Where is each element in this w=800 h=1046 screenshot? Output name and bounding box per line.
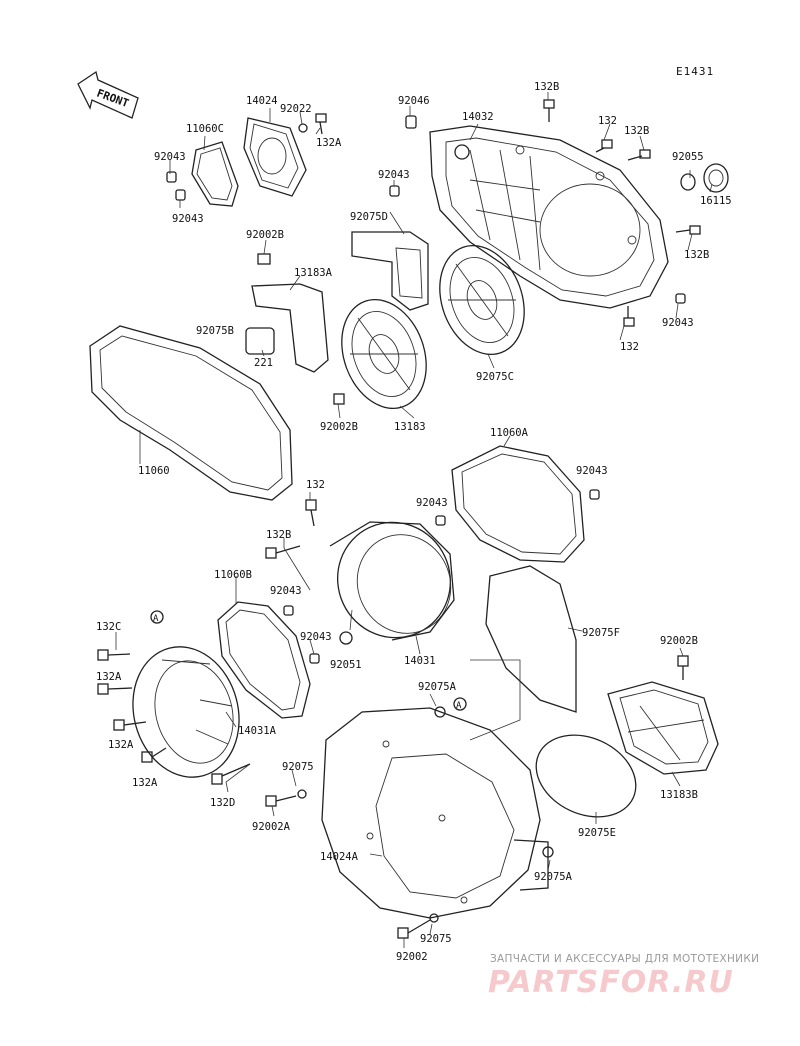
callout: 11060A xyxy=(490,427,529,439)
part-11060A-gasket xyxy=(451,445,585,563)
callout: 13183 xyxy=(394,421,426,433)
callout: 13183A xyxy=(294,267,333,279)
callout: 92075C xyxy=(476,371,514,383)
callout: 92002B xyxy=(246,229,284,241)
callout: 221 xyxy=(254,357,273,369)
leader-lines xyxy=(115,92,713,948)
callout: 16115 xyxy=(700,195,732,207)
small-bolts-top-left xyxy=(166,113,327,201)
callout: 92002 xyxy=(396,951,428,963)
callout: 14024A xyxy=(320,851,359,863)
callout: 92075A xyxy=(418,681,457,693)
callout: 92043 xyxy=(416,497,448,509)
part-14032-inner-cover xyxy=(429,125,669,309)
callout: 92043 xyxy=(576,465,608,477)
callout: 92002B xyxy=(320,421,358,433)
part-92075E-seal xyxy=(535,734,637,818)
watermark: ЗАПЧАСТИ И АКСЕССУАРЫ ДЛЯ МОТОТЕХНИКИ PA… xyxy=(488,953,759,1000)
callout: 92043 xyxy=(172,213,204,225)
part-92075B-seal xyxy=(245,327,275,355)
callout: 11060 xyxy=(138,465,170,477)
callout: 92046 xyxy=(398,95,430,107)
callout: 132D xyxy=(210,797,235,809)
callout: 11060B xyxy=(214,569,252,581)
callout: 132B xyxy=(684,249,709,261)
callout: 92055 xyxy=(672,151,704,163)
ref-marker-a-left: A xyxy=(150,610,164,624)
callout: 92043 xyxy=(154,151,186,163)
callout: 14024 xyxy=(246,95,278,107)
callout: 132B xyxy=(534,81,559,93)
callout: 132A xyxy=(316,137,342,149)
watermark-logo: PARTSFOR.RU xyxy=(488,965,734,1000)
part-92075D-duct xyxy=(351,231,429,311)
part-14031A-cover xyxy=(132,646,240,778)
part-13183B-screen xyxy=(607,681,719,775)
bolts-left-cluster xyxy=(97,489,600,785)
callout: 132B xyxy=(266,529,291,541)
callout: 11060C xyxy=(186,123,224,135)
front-label: FRONT xyxy=(95,87,131,111)
bolts-top-right xyxy=(389,99,701,327)
callout: 92075E xyxy=(578,827,616,839)
ref-marker-a-right: A xyxy=(453,697,467,711)
callout: 92075 xyxy=(420,933,452,945)
part-11060B-gasket xyxy=(217,601,311,719)
callout: 92051 xyxy=(330,659,362,671)
part-13183-screen xyxy=(333,298,427,410)
callout: 92075F xyxy=(582,627,620,639)
part-14024A-outer-cover xyxy=(321,707,549,919)
callout: 92002B xyxy=(660,635,698,647)
diagram-code: E1431 xyxy=(676,65,714,78)
callout: 132C xyxy=(96,621,121,633)
callout: 14032 xyxy=(462,111,494,123)
callout: 92075B xyxy=(196,325,234,337)
callout: 132A xyxy=(108,739,134,751)
watermark-line1: ЗАПЧАСТИ И АКСЕССУАРЫ ДЛЯ МОТОТЕХНИКИ xyxy=(490,953,759,965)
callout: 132A xyxy=(96,671,122,683)
part-92055-16115-seal xyxy=(680,163,729,193)
callout: 92002A xyxy=(252,821,291,833)
part-11060C-gasket xyxy=(191,141,239,207)
callout: 92043 xyxy=(270,585,302,597)
part-92075F-seal xyxy=(485,565,577,713)
callout: 92043 xyxy=(300,631,332,643)
callout: 14031A xyxy=(238,725,277,737)
callout: 92043 xyxy=(662,317,694,329)
callout: 132A xyxy=(132,777,158,789)
part-14024-inspection-cover xyxy=(243,117,307,197)
callout: 92075D xyxy=(350,211,388,223)
callout: 132 xyxy=(598,115,617,127)
callout: 132B xyxy=(624,125,649,137)
part-92075C-screen xyxy=(439,244,525,356)
svg-text:A: A xyxy=(456,701,462,711)
callout: 92075 xyxy=(282,761,314,773)
callout: 92075A xyxy=(534,871,573,883)
front-arrow-icon: FRONT xyxy=(77,70,139,119)
callout: 92043 xyxy=(378,169,410,181)
part-11060-gasket xyxy=(89,325,293,501)
callout: 14031 xyxy=(404,655,436,667)
callout: 132 xyxy=(306,479,325,491)
svg-text:A: A xyxy=(153,614,159,624)
callout-labels: 14024 92022 11060C 132A 92043 92043 9204… xyxy=(96,81,732,963)
bolts-bottom xyxy=(265,655,689,939)
callout: 13183B xyxy=(660,789,698,801)
callout: 132 xyxy=(620,341,639,353)
part-14031-cover xyxy=(329,521,455,645)
callout: 92022 xyxy=(280,103,312,115)
